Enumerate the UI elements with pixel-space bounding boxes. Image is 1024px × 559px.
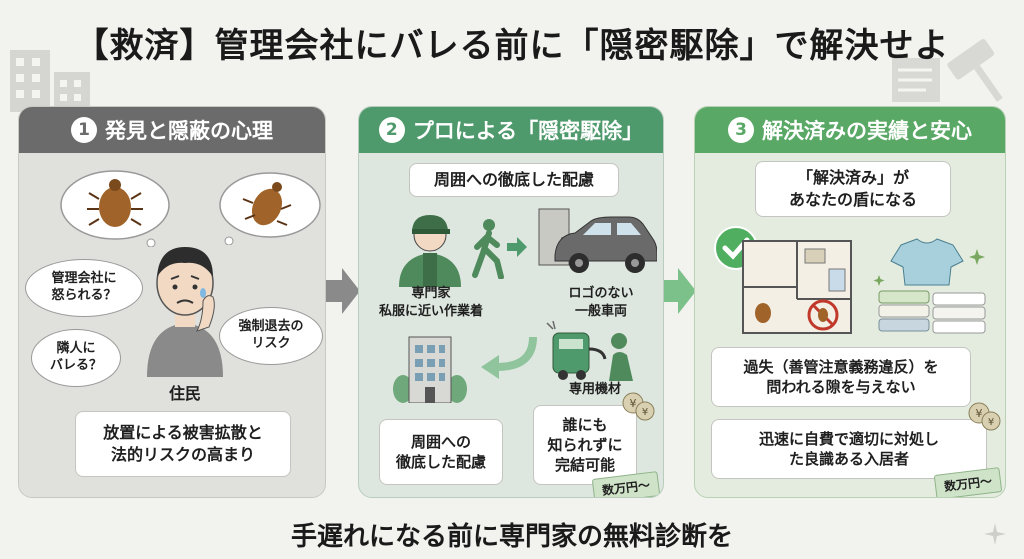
panel-header: 3 解決済みの実績と安心 bbox=[695, 107, 1005, 153]
panel-covert-extermination: 2 プロによる「隠密駆除」 周囲への徹底した配慮 専門家 私服に近い作業着 ロゴ… bbox=[358, 106, 664, 498]
panel-resolved: 3 解決済みの実績と安心 「解決済み」が あなたの盾になる 過失（善管注意義務違… bbox=[694, 106, 1006, 498]
step-number: 3 bbox=[728, 117, 754, 143]
worry-bubble-eviction: 強制退去の リスク bbox=[219, 307, 323, 365]
bedbug-thought-bubble-icon bbox=[60, 170, 170, 247]
unmarked-car-icon bbox=[538, 208, 657, 273]
floor-plan-icon bbox=[742, 240, 852, 334]
svg-text:¥: ¥ bbox=[976, 407, 983, 420]
building-background-icon bbox=[10, 50, 90, 112]
walking-person-icon bbox=[472, 219, 527, 279]
panel-header: 1 発見と隠蔽の心理 bbox=[19, 107, 325, 153]
consideration-detail-box: 周囲への 徹底した配慮 bbox=[379, 419, 503, 485]
shield-message-box: 「解決済み」が あなたの盾になる bbox=[755, 161, 951, 217]
worker-icon bbox=[399, 215, 461, 287]
responsible-tenant-box: 迅速に自費で適切に対処し た良識ある入居者 bbox=[711, 419, 987, 479]
yen-coins-icon: ¥ ¥ bbox=[968, 402, 1001, 431]
summary-box: 放置による被害拡散と 法的リスクの高まり bbox=[75, 411, 291, 477]
svg-text:¥: ¥ bbox=[988, 417, 994, 428]
page-title: 【救済】管理会社にバレる前に「隠密駆除」で解決せよ bbox=[74, 26, 950, 66]
step-number: 2 bbox=[378, 117, 405, 143]
worry-bubble-neighbor: 隣人に バレる？ bbox=[31, 329, 121, 387]
worker-label: 専門家 私服に近い作業着 bbox=[378, 286, 483, 319]
clean-laundry-icon bbox=[873, 238, 986, 334]
panel-heading: プロによる「隠密駆除」 bbox=[412, 119, 644, 143]
equipment-label: 専用機材 bbox=[568, 382, 621, 397]
call-to-action: 手遅れになる前に専門家の無料診断を bbox=[290, 522, 733, 552]
panel-heading: 発見と隠蔽の心理 bbox=[105, 119, 273, 143]
step-number: 1 bbox=[71, 117, 97, 143]
gavel-background-icon bbox=[892, 39, 1003, 102]
svg-text:¥: ¥ bbox=[642, 407, 648, 418]
apartment-building-icon bbox=[393, 336, 467, 403]
svg-text:¥: ¥ bbox=[630, 397, 637, 410]
resident-label: 住民 bbox=[168, 384, 201, 403]
panel-heading: 解決済みの実績と安心 bbox=[762, 119, 972, 143]
consideration-box: 周囲への徹底した配慮 bbox=[409, 163, 619, 197]
bedbug-thought-bubble-icon bbox=[219, 172, 321, 245]
worry-bubble-management: 管理会社に 怒られる？ bbox=[25, 259, 143, 317]
panel-header: 2 プロによる「隠密駆除」 bbox=[359, 107, 663, 153]
equipment-icon bbox=[546, 320, 633, 381]
worried-resident-icon bbox=[147, 247, 223, 377]
sparkle-icon bbox=[984, 523, 1006, 545]
complete-secretly-box: 誰にも 知られずに 完結可能 bbox=[533, 405, 637, 485]
arrow-right-icon bbox=[326, 268, 360, 314]
panel-discovery: 1 発見と隠蔽の心理 管理会社に 怒られる？ 隣人に バレる？ 強制退去の リス… bbox=[18, 106, 326, 498]
negligence-box: 過失（善管注意義務違反）を 問われる隙を与えない bbox=[711, 347, 971, 407]
arrow-right-icon bbox=[664, 268, 696, 314]
car-label: ロゴのない 一般車両 bbox=[568, 286, 634, 319]
yen-coins-icon: ¥ ¥ bbox=[622, 392, 655, 421]
curved-arrow-icon bbox=[481, 336, 537, 379]
